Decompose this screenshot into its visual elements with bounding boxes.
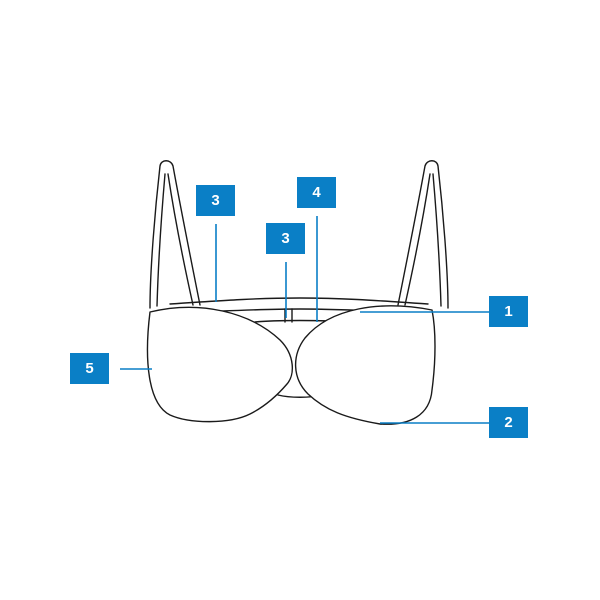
center-gore-tab — [284, 308, 293, 323]
left-strap — [149, 160, 201, 309]
left-cup — [146, 306, 293, 423]
right-strap — [397, 160, 449, 309]
callout-badge-3-center: 3 — [266, 223, 305, 254]
right-strap-inner — [404, 173, 442, 307]
callout-badge-5: 5 — [70, 353, 109, 384]
right-cup — [294, 305, 436, 425]
back-band — [169, 297, 429, 305]
callout-badge-1: 1 — [489, 296, 528, 327]
left-strap-inner — [156, 173, 194, 307]
callout-badge-4: 4 — [297, 177, 336, 208]
callout-badge-2: 2 — [489, 407, 528, 438]
callout-badge-3: 3 — [196, 185, 235, 216]
